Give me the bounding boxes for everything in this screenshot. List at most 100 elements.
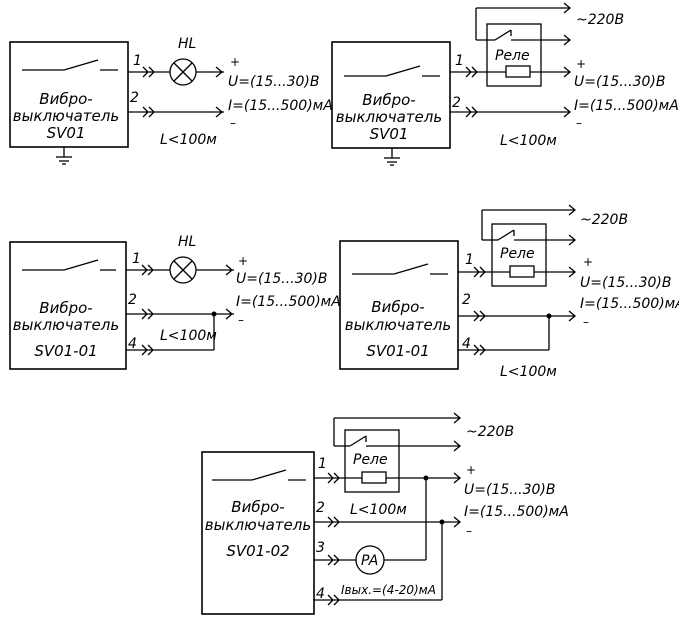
- device-label-line2: выключатель: [13, 316, 119, 334]
- terminal-1-label: 1: [455, 53, 464, 69]
- lamp-symbol: [169, 256, 197, 284]
- device-label-line2: выключатель: [205, 516, 311, 534]
- wire-1: [314, 472, 362, 484]
- relay-label: Реле: [495, 48, 530, 64]
- wire-1: [458, 266, 510, 278]
- diagram-sv01-01-lamp: Вибро- выключатель SV01-01 1 2 4 HL: [9, 234, 341, 370]
- relay-symbol: [475, 2, 572, 87]
- wire-1: [450, 66, 506, 78]
- wire-3: [314, 478, 427, 566]
- current-label: I=(15...500)мА: [228, 98, 333, 114]
- lamp-label: HL: [178, 36, 196, 52]
- device-model: SV01-01: [366, 342, 429, 360]
- mains-label: ~220В: [580, 212, 628, 228]
- terminal-4-label: 4: [128, 336, 137, 352]
- output-current-label: Iвых.=(4-20)мА: [341, 583, 436, 597]
- voltage-label: U=(15...30)В: [236, 271, 328, 287]
- ground-symbol: [384, 148, 400, 166]
- wire-4: [458, 316, 550, 356]
- minus-sign: –: [238, 313, 244, 327]
- current-label: I=(15...500)мА: [574, 98, 679, 114]
- minus-sign: –: [576, 116, 582, 130]
- device-box: [331, 41, 451, 149]
- relay-label: Реле: [500, 246, 535, 262]
- device-label-line1: Вибро-: [371, 298, 424, 316]
- wire-2: [450, 106, 572, 118]
- cable-length-label: L<100м: [160, 132, 217, 148]
- voltage-label: U=(15...30)В: [574, 74, 666, 90]
- lamp-symbol: [169, 58, 197, 86]
- switch-symbol: [22, 259, 116, 271]
- voltage-label: U=(15...30)В: [580, 275, 672, 291]
- terminal-1-label: 1: [132, 251, 141, 267]
- plus-sign: +: [583, 255, 593, 269]
- voltage-label: U=(15...30)В: [228, 74, 320, 90]
- terminal-2-label: 2: [316, 500, 325, 516]
- cable-length-label: L<100м: [500, 364, 557, 380]
- cable-length-label: L<100м: [500, 133, 557, 149]
- diagram-sv01-relay: Вибро- выключатель SV01 1 2 Рел: [331, 2, 679, 166]
- minus-sign: –: [583, 315, 589, 329]
- device-label-line2: выключатель: [345, 316, 451, 334]
- device-model: SV01-02: [226, 542, 289, 560]
- plus-sign: +: [576, 57, 586, 71]
- switch-symbol: [212, 469, 306, 481]
- terminal-2-label: 2: [128, 292, 137, 308]
- device-box: [201, 451, 315, 615]
- terminal-2-label: 2: [452, 95, 461, 111]
- current-meter-symbol: [355, 545, 385, 575]
- device-model: SV01: [47, 124, 86, 142]
- device-box: [9, 241, 127, 370]
- wire-4: [314, 522, 443, 606]
- current-label: I=(15...500)мА: [236, 294, 341, 310]
- terminal-4-label: 4: [462, 336, 471, 352]
- switch-symbol: [344, 65, 440, 77]
- wire-2: [126, 308, 234, 320]
- wire-2: [458, 310, 577, 322]
- diagram-sv01-lamp: Вибро- выключатель SV01 1 2 HL: [9, 36, 333, 165]
- voltage-label: U=(15...30)В: [464, 482, 556, 498]
- plus-sign: +: [238, 254, 248, 268]
- ground-symbol: [56, 147, 72, 165]
- relay-label: Реле: [353, 452, 388, 468]
- device-label-line2: выключатель: [336, 108, 442, 126]
- plus-sign: +: [230, 55, 240, 69]
- terminal-4-label: 4: [316, 586, 325, 602]
- current-label: I=(15...500)мА: [580, 296, 679, 312]
- device-model: SV01: [370, 125, 409, 143]
- lamp-label: HL: [178, 234, 196, 250]
- mains-label: ~220В: [466, 424, 514, 440]
- device-box: [339, 240, 459, 370]
- minus-sign: –: [230, 116, 236, 130]
- device-label-line1: Вибро-: [39, 90, 92, 108]
- device-label-line1: Вибро-: [39, 299, 92, 317]
- wire-2: [128, 106, 224, 118]
- terminal-3-label: 3: [316, 540, 325, 556]
- meter-label: PA: [361, 553, 378, 569]
- device-label-line1: Вибро-: [231, 498, 284, 516]
- terminal-2-label: 2: [462, 292, 471, 308]
- wire-1: [126, 264, 170, 276]
- wire-2: [314, 516, 462, 528]
- diagram-sv01-01-relay: Вибро- выключатель SV01-01 1 2 4 Реле ~2…: [339, 204, 679, 380]
- device-label-line1: Вибро-: [362, 91, 415, 109]
- current-label: I=(15...500)мА: [464, 504, 569, 520]
- cable-length-label: L<100м: [160, 328, 217, 344]
- minus-sign: –: [466, 524, 472, 538]
- wire-1: [128, 66, 170, 78]
- device-label-line2: выключатель: [13, 107, 119, 125]
- relay-symbol: [333, 412, 462, 493]
- mains-label: ~220В: [576, 12, 624, 28]
- terminal-1-label: 1: [465, 252, 474, 268]
- relay-symbol: [481, 204, 577, 287]
- device-box: [9, 41, 129, 148]
- plus-sign: +: [466, 463, 476, 477]
- terminal-2-label: 2: [130, 90, 139, 106]
- cable-length-label: L<100м: [350, 502, 407, 518]
- device-model: SV01-01: [34, 342, 97, 360]
- terminal-1-label: 1: [133, 53, 142, 69]
- diagram-sv01-02-relay-meter: Вибро- выключатель SV01-02 1 2 3 4 Реле …: [201, 412, 569, 615]
- switch-symbol: [352, 263, 448, 275]
- wire-4: [126, 314, 215, 356]
